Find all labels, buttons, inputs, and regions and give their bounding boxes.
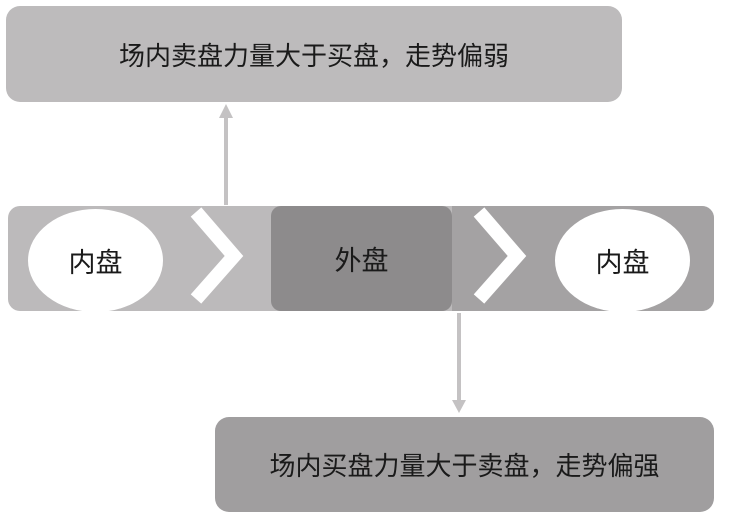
bottom-conclusion-text: 场内买盘力量大于卖盘，走势偏强 (269, 452, 660, 482)
right-node-inner-trade: 内盘 (555, 209, 690, 311)
left-node-inner-trade: 内盘 (28, 209, 163, 311)
bottom-conclusion-box: 场内买盘力量大于卖盘，走势偏强 (215, 417, 714, 512)
up-arrow-head-icon (219, 104, 233, 118)
middle-node-label: 外盘 (334, 246, 389, 277)
middle-node-outer-trade: 外盘 (271, 206, 452, 311)
top-conclusion-box: 场内卖盘力量大于买盘，走势偏弱 (6, 6, 622, 102)
right-node-label: 内盘 (595, 248, 650, 279)
down-arrow-head-icon (452, 400, 466, 413)
top-conclusion-text: 场内卖盘力量大于买盘，走势偏弱 (118, 41, 509, 72)
flow-band: 外盘 内盘 内盘 (8, 206, 714, 311)
left-node-label: 内盘 (68, 248, 123, 279)
